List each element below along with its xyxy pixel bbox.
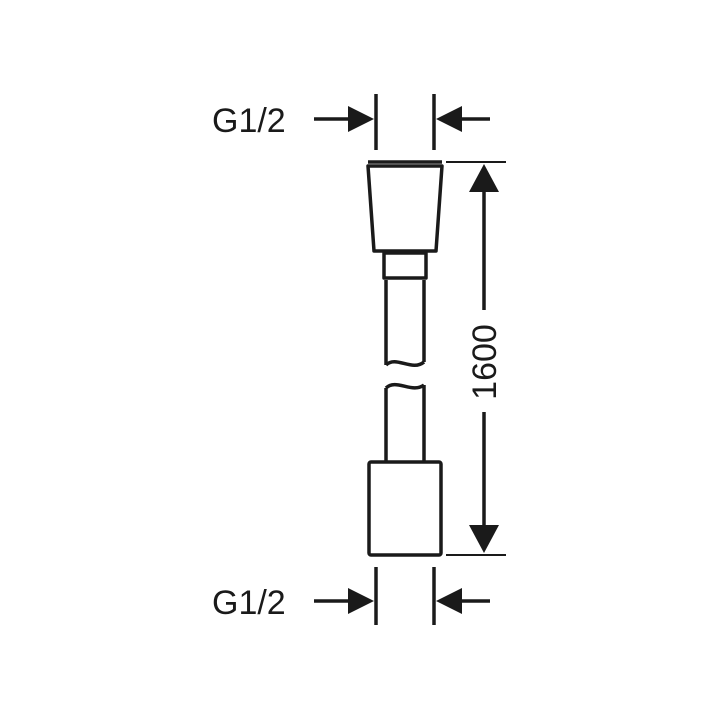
hose-upper [384,280,426,368]
bottom-fitting [367,460,443,557]
length-dimension: 1600 [446,161,506,556]
hose-break-upper [384,359,426,368]
hose-break-lower [384,382,426,390]
top-fitting-body [366,164,444,253]
bottom-left-arrowhead [348,588,374,614]
bottom-thread-label: G1/2 [212,584,286,622]
top-fitting [366,160,444,280]
hose-lower [384,382,426,462]
top-thread-dimension: G1/2 [212,94,490,150]
top-left-arrowhead [348,106,374,132]
top-right-arrowhead [436,106,462,132]
bottom-right-arrowhead [436,588,462,614]
length-bottom-arrowhead [469,525,499,553]
bottom-thread-dimension: G1/2 [212,567,490,625]
length-label: 1600 [466,324,504,400]
length-top-arrowhead [469,164,499,192]
bottom-fitting-body [367,460,443,557]
top-thread-label: G1/2 [212,102,286,140]
top-fitting-collar [382,251,428,280]
